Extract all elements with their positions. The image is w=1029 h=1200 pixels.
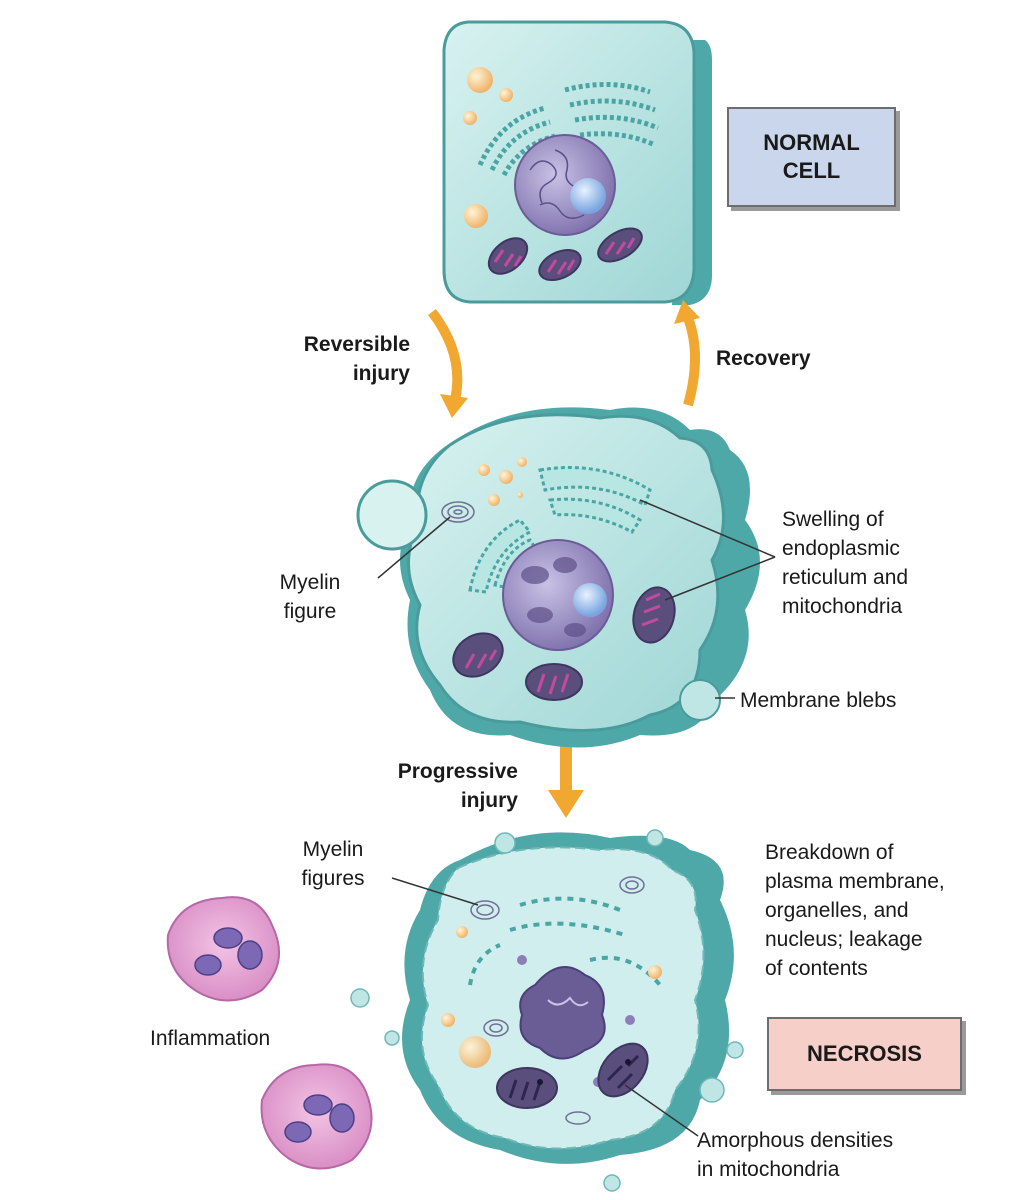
leader-lines <box>377 499 776 1137</box>
myelin-figure <box>441 501 475 523</box>
recovery-arrow <box>674 300 700 407</box>
vesicle <box>459 1036 491 1068</box>
reversible-injury-label: Reversible injury <box>303 333 410 385</box>
vesicle <box>464 204 488 228</box>
vesicle <box>517 955 527 965</box>
membrane-blebs-label: Membrane blebs <box>740 689 897 712</box>
breakdown-label: Breakdown of plasma membrane, organelles… <box>765 841 945 980</box>
nucleolus <box>573 583 607 617</box>
vesicle <box>499 88 513 102</box>
necrotic-cell <box>350 829 744 1192</box>
mitochondria <box>487 227 643 282</box>
vesicle <box>478 464 490 476</box>
damaged-mitochondria <box>496 1042 649 1109</box>
normal-cell-box: NORMAL CELL <box>727 107 896 207</box>
swollen-er <box>468 466 652 594</box>
membrane-fragments <box>350 829 744 1192</box>
vesicle <box>456 926 468 938</box>
normal-cell <box>442 20 712 305</box>
amorphous-densities-label: Amorphous densities in mitochondria <box>697 1129 894 1181</box>
vesicle <box>499 470 513 484</box>
vesicle <box>517 492 523 498</box>
reversibly-injured-cell <box>356 407 760 748</box>
inflammation-label: Inflammation <box>150 1027 271 1050</box>
fragmented-nucleus <box>519 966 606 1060</box>
vesicle <box>517 457 527 467</box>
vesicle <box>441 1013 455 1027</box>
vesicle <box>648 965 662 979</box>
neutrophil <box>166 896 280 1002</box>
progressive-injury-label: Progressive injury <box>397 760 518 812</box>
vesicle <box>467 67 493 93</box>
vesicle <box>625 1015 635 1025</box>
myelin-figures-label: Myelin figures <box>301 838 365 890</box>
membrane-bleb <box>679 679 721 721</box>
fragmented-er <box>468 896 662 987</box>
chromatin <box>529 149 585 219</box>
myelin-figures <box>470 876 645 1125</box>
neutrophil <box>260 1063 373 1170</box>
vesicle <box>488 494 500 506</box>
nucleolus <box>570 178 606 214</box>
vesicle <box>463 111 477 125</box>
swollen-mitochondria <box>452 586 676 701</box>
progressive-injury-arrow <box>548 745 584 818</box>
membrane-bleb <box>356 479 428 551</box>
reversible-injury-arrow <box>427 308 468 418</box>
necrosis-box: NECROSIS <box>767 1017 962 1091</box>
clumped-chromatin <box>521 557 586 637</box>
myelin-figure-label: Myelin figure <box>279 571 341 623</box>
swelling-label: Swelling of endoplasmic reticulum and mi… <box>782 508 909 618</box>
recovery-label: Recovery <box>716 347 811 370</box>
